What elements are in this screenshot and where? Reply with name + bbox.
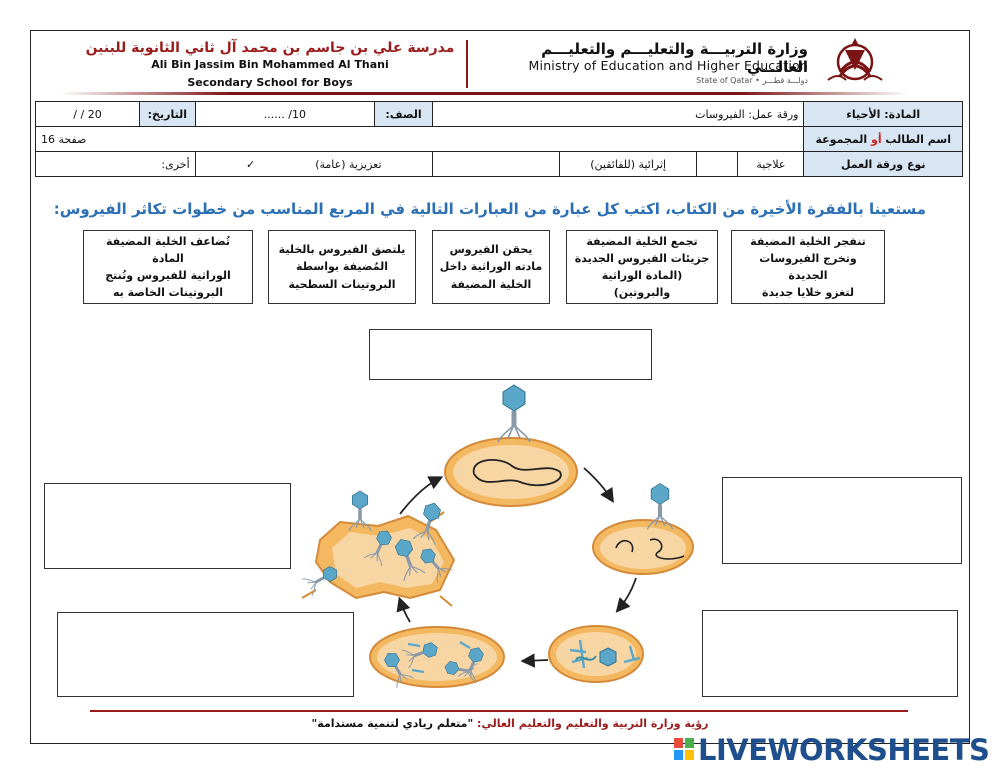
answer-box-left[interactable] [44, 483, 291, 569]
statement-box-burst[interactable]: تنفجر الخلية المضيفة وتخرج الفيروسات الجد… [731, 230, 885, 304]
liveworksheets-brand[interactable]: LIVEWORKSHEETS [698, 733, 990, 767]
header-divider [466, 40, 468, 88]
cell-assembly [369, 626, 505, 689]
worksheet-info-table: المادة: الأحياء ورقة عمل: الفيروسات الصف… [34, 101, 963, 177]
statement-line: البروتينات السطحية [288, 277, 396, 291]
statement-line: وتخرج الفيروسات الجديدة [759, 251, 857, 282]
qatar-emblem-icon [827, 38, 883, 81]
statement-line: جزيئات الفيروس الجديدة [574, 251, 710, 265]
school-name-english-line2: Secondary School for Boys [187, 76, 353, 89]
vision-quote: "متعلم ريادي لتنمية مستدامة" [311, 717, 474, 730]
vision-label: رؤية وزارة التربية والتعليم والتعليم الع… [477, 717, 709, 730]
school-name-arabic: مدرسة علي بن جاسم بن محمد آل ثاني الثانو… [85, 40, 455, 56]
statement-line: لتغزو خلايا جديدة [762, 286, 854, 300]
statement-line: البروتينات الخاصة به [112, 286, 224, 300]
type-remedial-cell: علاجية [737, 151, 805, 177]
type-enrichment-cell: إثرائية (للفائقين) [558, 151, 698, 177]
cycle-arrow [399, 476, 444, 515]
statement-box-attach[interactable]: يلتصق الفيروس بالخلية المُضيفة بواسطة البر… [268, 230, 416, 304]
type-reinforcement-label: تعزيزية (عامة) [315, 157, 382, 171]
date-label-cell: التاريخ: [139, 101, 196, 127]
statement-line: المُضيفة بواسطة [295, 260, 389, 274]
statement-line: تنفجر الخلية المضيفة [750, 234, 866, 248]
answer-box-bottom-right[interactable] [702, 610, 958, 697]
header-rule [60, 92, 910, 95]
type-reinforcement-cell: تعزيزية (عامة) ✓ [194, 151, 433, 177]
cycle-arrow [583, 467, 614, 504]
answer-box-right[interactable] [722, 477, 962, 564]
answer-box-top[interactable] [369, 329, 652, 380]
check-mark-icon[interactable]: ✓ [246, 157, 256, 171]
liveworksheets-logo-icon [674, 738, 694, 760]
worksheet-title-cell: ورقة عمل: الفيروسات [431, 101, 805, 127]
statement-text: تُضاعف الخلية المضيفة المادة الوراثية للف… [90, 233, 246, 301]
statement-line: مادته الوراثية داخل [439, 260, 543, 274]
statement-box-assemble[interactable]: تجمع الخلية المضيفة جزيئات الفيروس الجديد… [566, 230, 718, 304]
statement-line: الخلية المضيفة [450, 277, 532, 291]
footer-rule [90, 710, 908, 712]
statement-text: تنفجر الخلية المضيفة وتخرج الفيروسات الجد… [738, 233, 878, 301]
statement-box-replicate[interactable]: تُضاعف الخلية المضيفة المادة الوراثية للف… [83, 230, 253, 304]
type-other-cell[interactable]: أخرى: [35, 151, 196, 177]
statement-line: الوراثية للفيروس وتُنتج [105, 269, 231, 282]
type-enrichment-check[interactable] [431, 151, 560, 177]
ministry-name-arabic: وزارة التربيـــة والتعليـــم والتعليـــم… [541, 40, 808, 76]
ministry-vision: رؤية وزارة التربية والتعليم والتعليم الع… [150, 717, 870, 730]
page-frame [30, 30, 970, 744]
type-remedial-check[interactable] [696, 151, 739, 177]
student-label-cell: اسم الطالب أو المجموعة [803, 126, 963, 152]
cycle-arrow [520, 653, 549, 668]
statement-text: يلتصق الفيروس بالخلية المُضيفة بواسطة البر… [279, 241, 406, 292]
instruction-text: مستعينا بالفقرة الأخيرة من الكتاب، اكتب … [53, 200, 926, 218]
cell-injection [592, 482, 694, 575]
ministry-name-english: Ministry of Education and Higher Educati… [528, 58, 808, 73]
date-value-cell[interactable]: 20 / / [35, 101, 140, 127]
statement-line: (المادة الوراثية والبروتين) [601, 269, 683, 300]
cycle-arrow [615, 577, 637, 613]
statement-text: يحقن الفيروس مادته الوراثية داخل الخلية ال… [440, 241, 542, 292]
group-label-text: المجموعة [815, 132, 871, 146]
state-label: State of Qatar • دولـــة قطـــر [696, 76, 808, 85]
statement-text: تجمع الخلية المضيفة جزيئات الفيروس الجديد… [573, 233, 711, 301]
statement-line: تجمع الخلية المضيفة [586, 234, 698, 248]
or-text: أو [870, 132, 882, 146]
page-reference: صفحة 16 [41, 132, 87, 146]
cell-attachment [444, 384, 578, 507]
answer-box-bottom-left[interactable] [57, 612, 354, 697]
cycle-arrow [396, 596, 411, 623]
statement-box-inject[interactable]: يحقن الفيروس مادته الوراثية داخل الخلية ال… [432, 230, 550, 304]
cell-lysis [301, 490, 456, 607]
statement-line: تُضاعف الخلية المضيفة المادة [105, 234, 231, 265]
cell-replication [548, 625, 644, 683]
school-name-english-line1: Ali Bin Jassim Bin Mohammed Al Thani [151, 58, 389, 71]
type-label-cell: نوع ورقة العمل [803, 151, 963, 177]
statement-line: يحقن الفيروس [449, 243, 533, 257]
subject-cell: المادة: الأحياء [803, 101, 963, 127]
statement-line: يلتصق الفيروس بالخلية [278, 243, 406, 257]
student-name-cell[interactable]: صفحة 16 [34, 126, 805, 152]
student-label-text: اسم الطالب [881, 132, 951, 146]
